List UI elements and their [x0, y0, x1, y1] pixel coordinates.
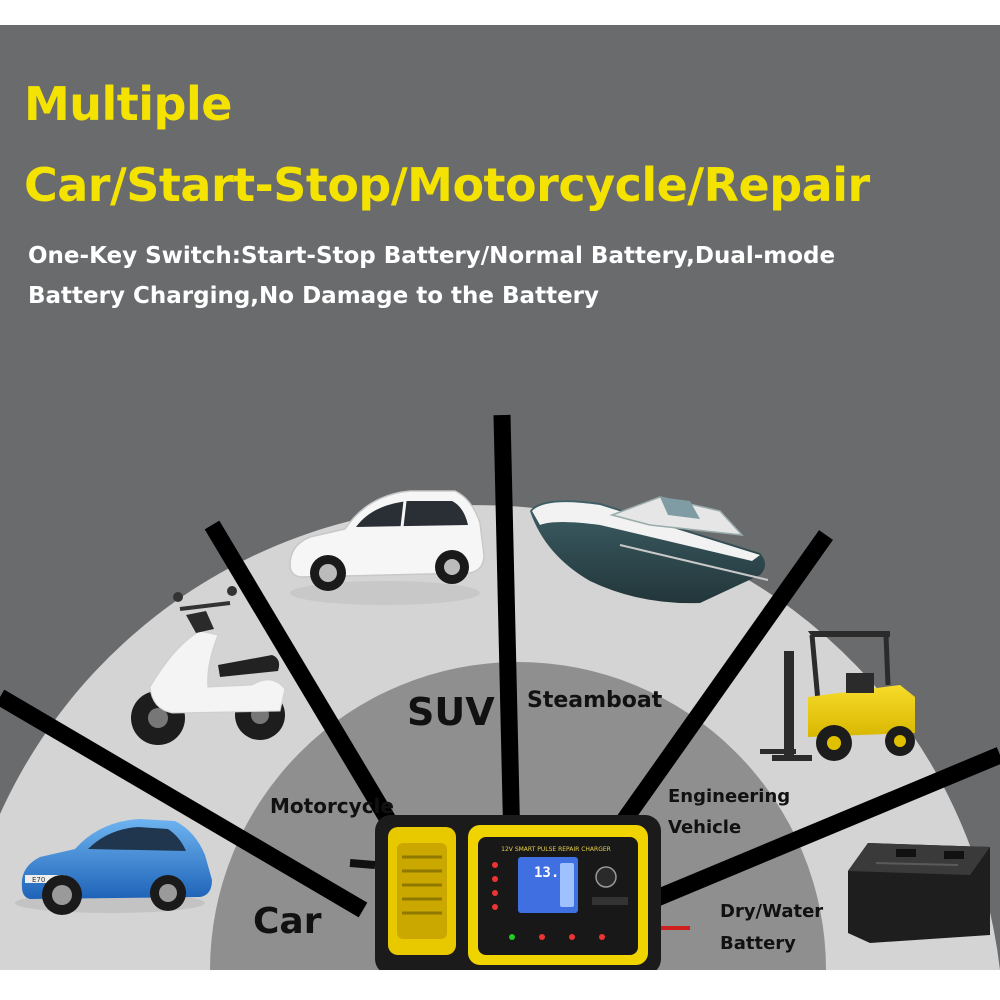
svg-text:E70: E70 — [32, 876, 45, 884]
subheadline-line-1: One-Key Switch:Start-Stop Battery/Normal… — [28, 243, 836, 269]
charger-device: 12V SMART PULSE REPAIR CHARGER 13.8 — [349, 815, 690, 970]
headline-line-2: Car/Start-Stop/Motorcycle/Repair — [24, 158, 870, 212]
forklift-icon — [760, 631, 915, 761]
label-engineering-vehicle-line2: Vehicle — [668, 817, 741, 838]
boat-icon — [530, 496, 769, 604]
label-car: Car — [253, 901, 322, 942]
battery-icon — [848, 843, 990, 943]
application-fan-diagram: E70 — [0, 414, 1000, 970]
spoke-2 — [204, 520, 426, 875]
label-motorcycle: Motorcycle — [270, 794, 394, 818]
label-steamboat: Steamboat — [527, 688, 663, 713]
scooter-icon — [131, 586, 286, 745]
label-dry-water-battery-line1: Dry/Water — [720, 901, 823, 922]
spoke-5 — [641, 747, 1000, 911]
headline-line-1: Multiple — [24, 77, 232, 131]
spoke-1 — [0, 689, 368, 918]
car-icon: E70 — [15, 819, 213, 915]
banner-panel: Multiple Car/Start-Stop/Motorcycle/Repai… — [0, 25, 1000, 970]
suv-icon — [289, 490, 485, 605]
subheadline-line-2: Battery Charging,No Damage to the Batter… — [28, 283, 600, 309]
fan-spokes — [0, 414, 1000, 918]
label-dry-water-battery-line2: Battery — [720, 933, 796, 954]
spoke-3 — [493, 414, 521, 848]
spoke-4 — [587, 530, 833, 868]
charger-display-value: 13.8 — [534, 865, 568, 881]
label-engineering-vehicle-line1: Engineering — [668, 786, 790, 807]
charger-header: 12V SMART PULSE REPAIR CHARGER — [501, 846, 611, 853]
label-suv: SUV — [407, 690, 495, 734]
